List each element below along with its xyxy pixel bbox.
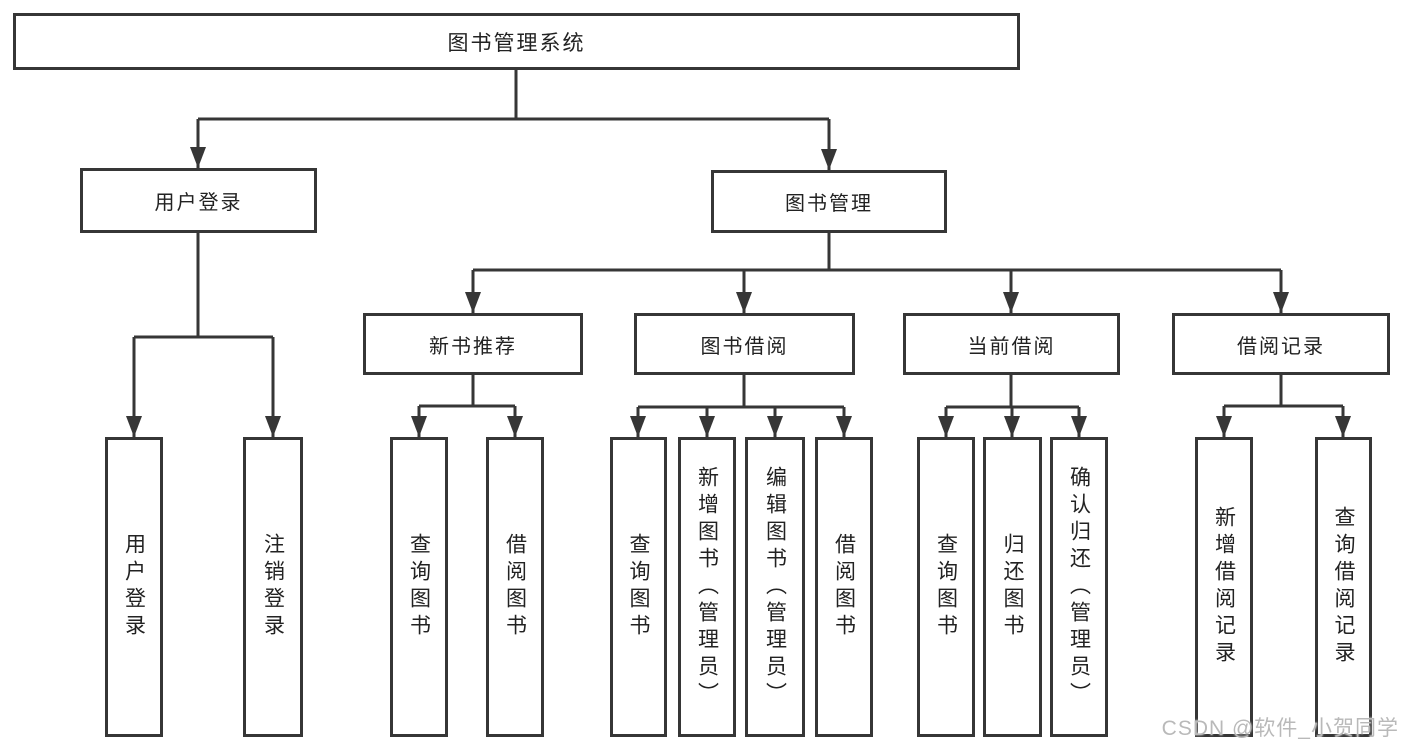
node-user-login-branch: 用户登录 [80, 168, 317, 233]
leaf-recommend-query-books: 查询图书 [390, 437, 448, 737]
node-book-management: 图书管理 [711, 170, 947, 233]
leaf-user-login: 用户登录 [105, 437, 163, 737]
leaf-current-query-books-label: 查询图书 [934, 533, 958, 641]
node-borrowing-records-label: 借阅记录 [1237, 335, 1325, 358]
node-root: 图书管理系统 [13, 13, 1020, 70]
node-borrowing-records: 借阅记录 [1172, 313, 1390, 375]
node-root-label: 图书管理系统 [447, 31, 586, 55]
leaf-recommend-borrow-books-label: 借阅图书 [503, 533, 527, 641]
leaf-return-books: 归还图书 [983, 437, 1042, 737]
leaf-add-books-admin: 新增图书（管理员） [678, 437, 736, 737]
leaf-edit-books-admin: 编辑图书（管理员） [745, 437, 805, 737]
leaf-recommend-borrow-books: 借阅图书 [486, 437, 544, 737]
leaf-add-borrow-record-label: 新增借阅记录 [1212, 506, 1236, 668]
leaf-confirm-return-admin: 确认归还（管理员） [1050, 437, 1108, 737]
leaf-add-borrow-record: 新增借阅记录 [1195, 437, 1253, 737]
leaf-logout: 注销登录 [243, 437, 303, 737]
leaf-recommend-query-books-label: 查询图书 [407, 533, 431, 641]
leaf-borrowing-query-books: 查询图书 [610, 437, 667, 737]
node-current-borrowing: 当前借阅 [903, 313, 1120, 375]
leaf-query-borrow-record: 查询借阅记录 [1315, 437, 1372, 737]
leaf-return-books-label: 归还图书 [1001, 533, 1024, 641]
leaf-logout-label: 注销登录 [261, 533, 285, 641]
node-book-borrowing: 图书借阅 [634, 313, 855, 375]
node-user-login-branch-label: 用户登录 [154, 192, 243, 214]
node-current-borrowing-label: 当前借阅 [967, 335, 1056, 358]
node-new-book-recommendation: 新书推荐 [363, 313, 583, 375]
leaf-borrowing-query-books-label: 查询图书 [627, 533, 650, 641]
leaf-borrowing-borrow-books: 借阅图书 [815, 437, 873, 737]
node-book-management-label: 图书管理 [785, 193, 873, 215]
leaf-borrowing-borrow-books-label: 借阅图书 [832, 533, 856, 641]
leaf-query-borrow-record-label: 查询借阅记录 [1332, 506, 1355, 668]
leaf-user-login-label: 用户登录 [122, 533, 146, 641]
leaf-add-books-admin-label: 新增图书（管理员） [695, 465, 719, 709]
leaf-current-query-books: 查询图书 [917, 437, 975, 737]
leaf-confirm-return-admin-label: 确认归还（管理员） [1067, 465, 1091, 709]
csdn-watermark: CSDN @软件_小贺同学 [1161, 717, 1399, 740]
leaf-edit-books-admin-label: 编辑图书（管理员） [763, 465, 787, 709]
node-book-borrowing-label: 图书借阅 [700, 335, 789, 358]
node-new-book-recommendation-label: 新书推荐 [429, 335, 517, 358]
